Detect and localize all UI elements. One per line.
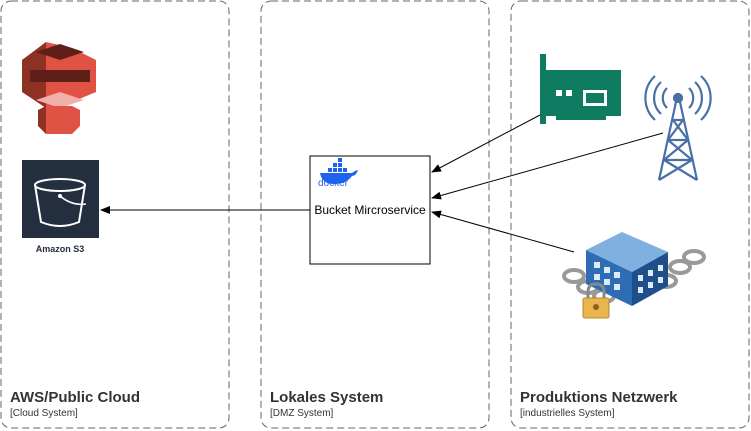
boundary-local [260,0,490,429]
boundary-aws-title: AWS/Public Cloud [10,389,140,406]
boundary-aws-subtitle: [Cloud System] [10,408,78,419]
arrow-networkcard-to-service [431,114,541,173]
docker-label: docker [318,178,349,189]
boundary-production-subtitle: [industrielles System] [520,408,615,419]
docker-whale-icon [320,158,358,184]
secured-factory-icon [562,232,706,319]
network-card-icon [540,54,621,124]
service-label: Bucket Mircroservice [314,203,426,217]
s3-bucket-icon [22,160,99,238]
arrow-tower-to-service [431,132,664,200]
amazon-s3-icon [22,42,96,134]
arrow-factory-to-service [431,210,575,253]
s3-label: Amazon S3 [35,244,85,254]
boundary-local-subtitle: [DMZ System] [270,408,334,419]
boundary-local-title: Lokales System [270,389,384,406]
boundary-production-title: Produktions Netzwerk [520,389,678,406]
radio-tower-icon [644,75,712,181]
boundary-aws [0,0,230,429]
boundary-production [510,0,750,429]
